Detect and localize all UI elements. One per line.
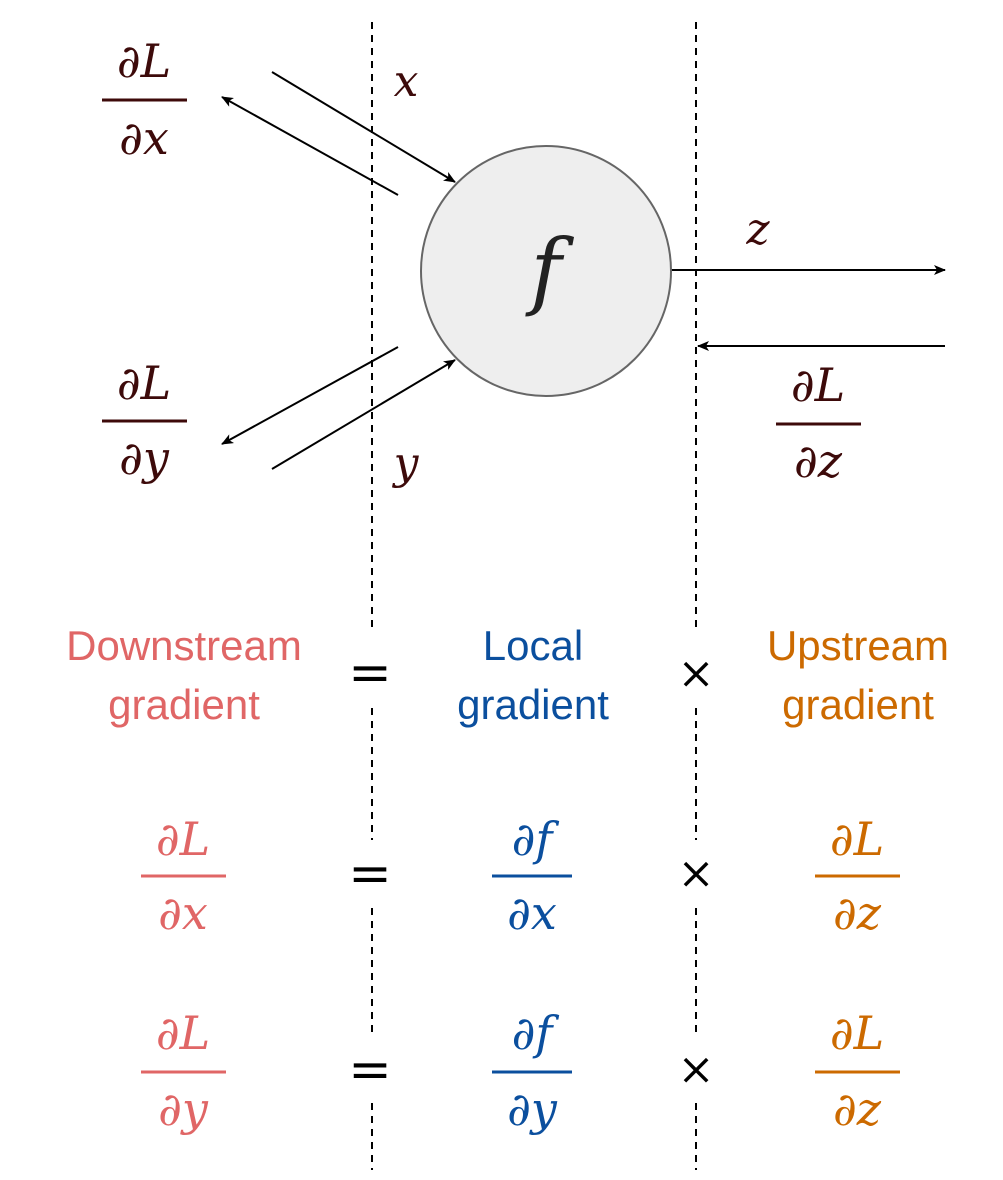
local-numerator: ∂f: [512, 1006, 560, 1060]
equation-row-y: ∂L ∂y = ∂f ∂y × ∂L ∂z: [141, 1006, 900, 1136]
times-sign: ×: [678, 848, 715, 899]
dl-dx-fraction: ∂L ∂x: [102, 34, 187, 165]
downstream-denominator: ∂y: [158, 1082, 209, 1136]
x-label: x: [394, 56, 419, 107]
upstream-numerator: ∂L: [830, 812, 884, 866]
upstream-denominator: ∂z: [833, 886, 882, 940]
downstream-label-line1: Downstream: [66, 622, 302, 669]
y-input-arrow: [271, 359, 456, 470]
times-sign: ×: [678, 1044, 715, 1095]
downstream-numerator: ∂L: [156, 812, 210, 866]
dl-dz-fraction: ∂L ∂z: [776, 358, 861, 488]
downstream-numerator: ∂L: [156, 1006, 210, 1060]
local-label-line1: Local: [483, 622, 583, 669]
legend-equals-sign: =: [348, 643, 392, 703]
local-label-line2: gradient: [457, 681, 609, 728]
equation-row-x: ∂L ∂x = ∂f ∂x × ∂L ∂z: [141, 812, 900, 940]
upstream-label-line1: Upstream: [767, 622, 949, 669]
y-label: y: [392, 438, 420, 489]
function-node: [420, 145, 672, 397]
dl-dy-numerator: ∂L: [117, 356, 171, 410]
downstream-label-line2: gradient: [108, 681, 260, 728]
dl-dz-numerator: ∂L: [791, 358, 845, 412]
dl-dx-numerator: ∂L: [117, 34, 171, 88]
equals-sign: =: [348, 1040, 392, 1100]
equals-sign: =: [348, 844, 392, 904]
upstream-denominator: ∂z: [833, 1082, 882, 1136]
x-input-arrow: [271, 71, 456, 183]
local-denominator: ∂x: [507, 886, 557, 940]
dl-dy-denominator: ∂y: [119, 431, 170, 485]
dl-dz-denominator: ∂z: [794, 434, 843, 488]
dl-dx-denominator: ∂x: [119, 111, 169, 165]
upstream-label-line2: gradient: [782, 681, 934, 728]
dl-dy-backward-arrow: [221, 346, 399, 445]
local-denominator: ∂y: [507, 1082, 558, 1136]
dl-dx-backward-arrow: [221, 96, 399, 196]
z-label: z: [745, 204, 770, 255]
local-numerator: ∂f: [512, 812, 560, 866]
upstream-numerator: ∂L: [830, 1006, 884, 1060]
legend-times-sign: ×: [678, 648, 715, 699]
downstream-denominator: ∂x: [158, 886, 208, 940]
dl-dy-fraction: ∂L ∂y: [102, 356, 187, 485]
